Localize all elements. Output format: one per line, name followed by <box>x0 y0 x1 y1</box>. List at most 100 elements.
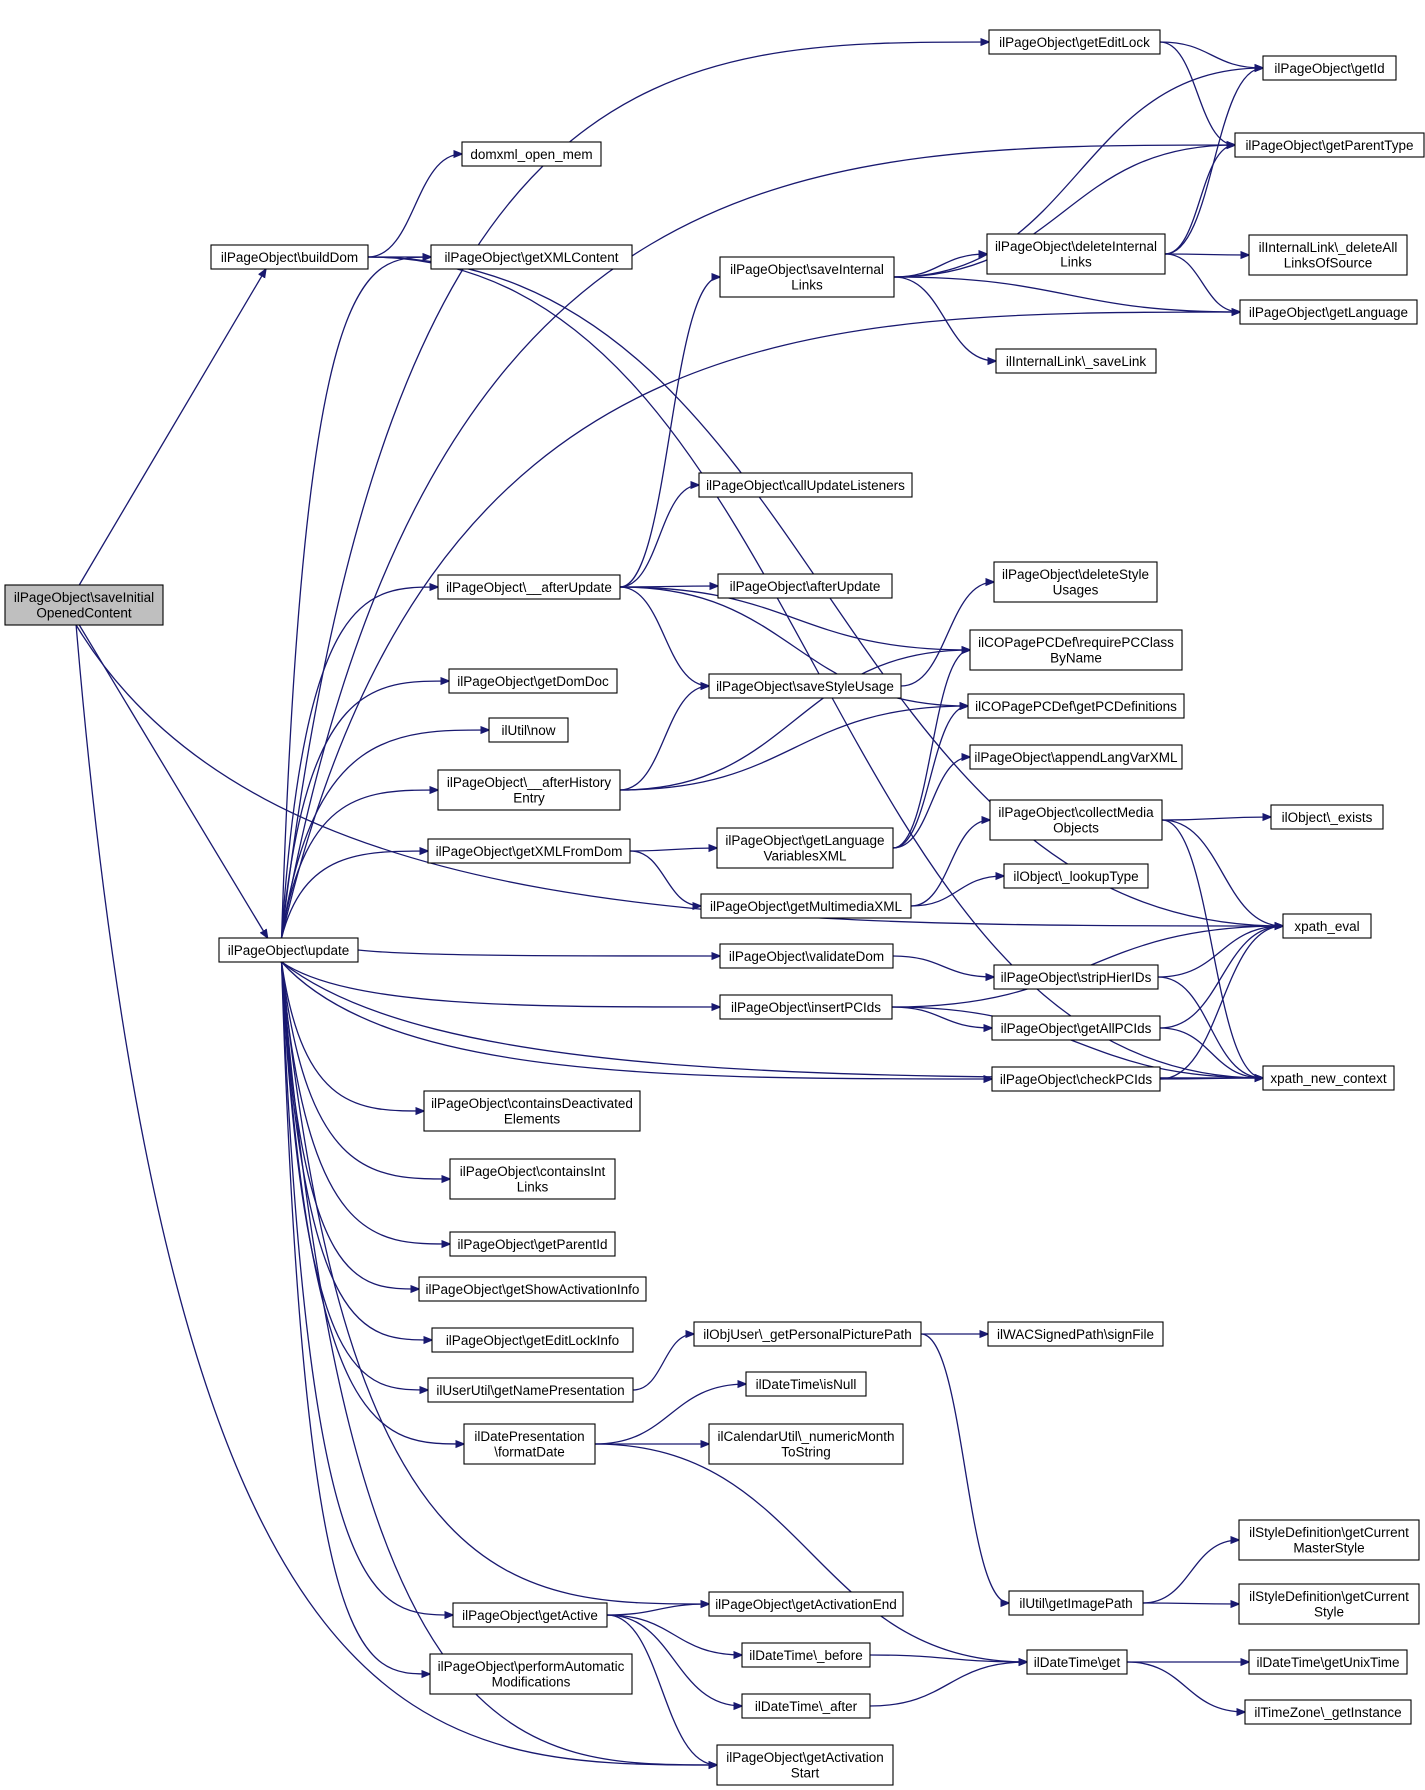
edge-getMultimedia-to-lookupType <box>910 876 1004 907</box>
node-box <box>967 693 1185 719</box>
edge-update-to-insertPCIds <box>281 961 720 1007</box>
node-getXMLFromDom[interactable]: ilPageObject\getXMLFromDom <box>427 838 631 864</box>
node-getActive[interactable]: ilPageObject\getActive <box>452 1602 608 1628</box>
node-formatDate[interactable]: ilDatePresentation\formatDate <box>463 1423 596 1465</box>
node-xpathNew[interactable]: xpath_new_context <box>1262 1065 1395 1091</box>
node-getXMLContent[interactable]: ilPageObject\getXMLContent <box>430 244 633 270</box>
edge-getImagePath-to-masterStyle <box>1142 1540 1239 1604</box>
node-getShowAct[interactable]: ilPageObject\getShowActivationInfo <box>418 1276 647 1302</box>
node-box <box>463 1423 596 1465</box>
node-box <box>988 29 1161 55</box>
edge-deleteIntLinks-to-getLanguage <box>1164 253 1240 312</box>
node-getActEnd[interactable]: ilPageObject\getActivationEnd <box>708 1591 904 1617</box>
node-box <box>741 1693 871 1719</box>
edge-update-to-afterUpdate__ <box>280 587 438 939</box>
node-box <box>987 1321 1164 1347</box>
node-getDomDoc[interactable]: ilPageObject\getDomDoc <box>448 668 618 694</box>
node-getEditLockInfo[interactable]: ilPageObject\getEditLockInfo <box>431 1327 634 1353</box>
node-box <box>995 348 1157 374</box>
node-unixTime[interactable]: ilDateTime\getUnixTime <box>1248 1649 1408 1675</box>
node-box <box>1248 1649 1408 1675</box>
node-getPCDefs[interactable]: ilCOPagePCDef\getPCDefinitions <box>967 693 1185 719</box>
node-dtGet[interactable]: ilDateTime\get <box>1026 1649 1128 1675</box>
node-saveLink[interactable]: ilInternalLink\_saveLink <box>995 348 1157 374</box>
node-label: ilPageObject\getActivationEnd <box>715 1597 897 1612</box>
node-stripHier[interactable]: ilPageObject\stripHierIDs <box>993 964 1159 990</box>
node-getImagePath[interactable]: ilUtil\getImagePath <box>1008 1590 1144 1616</box>
node-getPicPath[interactable]: ilObjUser\_getPersonalPicturePath <box>693 1321 922 1347</box>
node-label: ilPageObject\getShowActivationInfo <box>426 1282 640 1297</box>
edge-saveIntLinks-to-saveLink <box>893 276 996 361</box>
node-isNull[interactable]: ilDateTime\isNull <box>745 1371 867 1397</box>
node-tzInstance[interactable]: ilTimeZone\_getInstance <box>1244 1699 1412 1725</box>
edge-update-to-getDomDoc <box>280 681 449 939</box>
node-label: ilPageObject\afterUpdate <box>730 579 881 594</box>
node-buildDom[interactable]: ilPageObject\buildDom <box>210 244 369 270</box>
edge-saveIntLinks-to-deleteIntLinks <box>893 254 987 278</box>
node-xpathEval[interactable]: xpath_eval <box>1282 913 1372 939</box>
node-performAuto[interactable]: ilPageObject\performAutomaticModificatio… <box>429 1653 633 1695</box>
edge-validateDom-to-stripHier <box>892 955 994 977</box>
edge-update-to-performAuto <box>280 961 430 1674</box>
node-now[interactable]: ilUtil\now <box>488 717 569 743</box>
node-box <box>429 1653 633 1695</box>
node-signFile[interactable]: ilWACSignedPath\signFile <box>987 1321 1164 1347</box>
node-getNamePres[interactable]: ilUserUtil\getNamePresentation <box>427 1377 634 1403</box>
node-after[interactable]: ilDateTime\_after <box>741 1693 871 1719</box>
edge-update-to-getEditLockInfo <box>280 961 432 1340</box>
node-label: Entry <box>513 791 545 806</box>
node-callUpdate[interactable]: ilPageObject\callUpdateListeners <box>698 472 913 498</box>
node-afterUpdate__[interactable]: ilPageObject\__afterUpdate <box>437 574 621 600</box>
node-lookupType[interactable]: ilObject\_lookupType <box>1003 863 1149 889</box>
node-validateDom[interactable]: ilPageObject\validateDom <box>719 943 894 969</box>
node-label: ilStyleDefinition\getCurrent <box>1249 1589 1409 1604</box>
node-label: ilDateTime\getUnixTime <box>1256 1655 1399 1670</box>
node-getId[interactable]: ilPageObject\getId <box>1262 55 1397 81</box>
node-box <box>693 1321 922 1347</box>
edge-root-to-getActStart <box>75 624 717 1765</box>
node-checkPC[interactable]: ilPageObject\checkPCIds <box>991 1066 1161 1092</box>
node-label: ilPageObject\appendLangVarXML <box>974 750 1178 765</box>
node-label: \formatDate <box>494 1445 565 1460</box>
node-insertPCIds[interactable]: ilPageObject\insertPCIds <box>719 994 893 1020</box>
node-getEditLock[interactable]: ilPageObject\getEditLock <box>988 29 1161 55</box>
node-label: ilDateTime\get <box>1034 1655 1121 1670</box>
node-domxml[interactable]: domxml_open_mem <box>461 141 602 167</box>
node-label: ilPageObject\getEditLockInfo <box>446 1333 619 1348</box>
node-saveStyleUsage[interactable]: ilPageObject\saveStyleUsage <box>708 673 902 699</box>
edge-saveIntLinks-to-getLanguage <box>893 276 1240 312</box>
node-label: ilWACSignedPath\signFile <box>997 1327 1154 1342</box>
node-getLanguage[interactable]: ilPageObject\getLanguage <box>1239 299 1418 325</box>
node-objExists[interactable]: ilObject\_exists <box>1270 804 1384 830</box>
node-afterUpdate[interactable]: ilPageObject\afterUpdate <box>717 573 893 599</box>
edge-update-to-getActive <box>280 961 453 1615</box>
node-getAllPC[interactable]: ilPageObject\getAllPCIds <box>991 1015 1161 1041</box>
edge-update-to-afterHistory <box>280 790 438 939</box>
node-getMultimedia[interactable]: ilPageObject\getMultimediaXML <box>700 893 912 919</box>
node-before[interactable]: ilDateTime\_before <box>741 1642 871 1668</box>
edge-checkPC-to-xpathNew <box>1159 1078 1263 1079</box>
node-getParentId[interactable]: ilPageObject\getParentId <box>449 1231 616 1257</box>
node-update[interactable]: ilPageObject\update <box>218 937 359 963</box>
node-getParentType[interactable]: ilPageObject\getParentType <box>1234 132 1425 158</box>
edge-getLangVars-to-requirePC <box>892 650 970 849</box>
node-label: Links <box>791 278 823 293</box>
node-box <box>986 233 1166 275</box>
edge-update-to-getParentId <box>280 961 450 1244</box>
node-appendLang[interactable]: ilPageObject\appendLangVarXML <box>969 744 1183 770</box>
